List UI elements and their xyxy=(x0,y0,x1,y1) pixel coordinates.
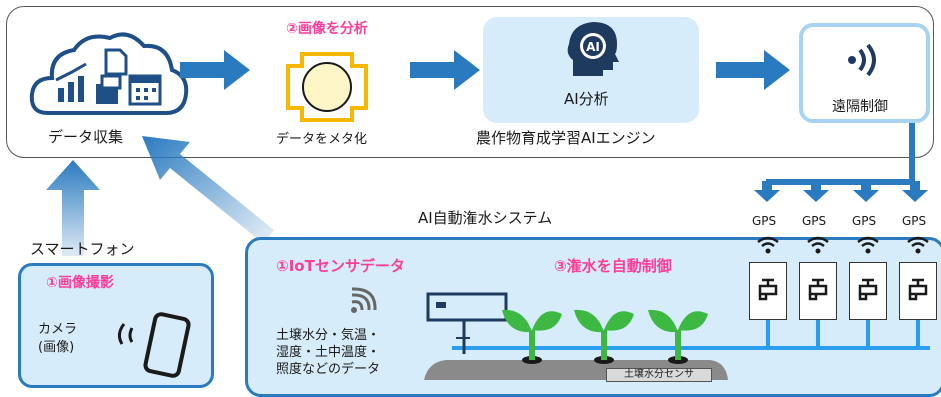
system-title: AI自動潅水システム xyxy=(418,209,553,227)
ai-head-icon: AI xyxy=(567,22,619,76)
valve-box-1 xyxy=(749,262,787,320)
remote-label: 遠隔制御 xyxy=(832,99,888,115)
gps-label-1: GPS xyxy=(752,214,777,228)
wireless-signal-icon-sensor xyxy=(351,287,377,313)
iot-title: ①IoTセンサデータ xyxy=(276,257,405,275)
smartphone-icon xyxy=(117,312,191,378)
wifi-icon-4 xyxy=(907,236,929,254)
sensor-line-3: 照度などのデータ xyxy=(276,362,381,377)
wifi-icon-1 xyxy=(757,236,779,254)
wireless-signal-icon xyxy=(848,43,876,77)
faucet-valve-icon xyxy=(758,278,778,301)
soil-sensor-label: 土壌水分センサ xyxy=(606,368,712,382)
ai-box-label: AI分析 xyxy=(564,90,609,108)
cloud-data-icon xyxy=(29,32,189,115)
valve-box-4 xyxy=(899,262,937,320)
smartphone-label: スマートフォン xyxy=(30,240,135,258)
sprout-icon-2 xyxy=(574,309,634,364)
collect-label: データ収集 xyxy=(48,128,124,146)
gps-label-3: GPS xyxy=(852,214,877,228)
sprout-icon-1 xyxy=(502,309,562,364)
arrow-phone-to-collect xyxy=(46,160,100,256)
analyze-title: ②画像を分析 xyxy=(286,21,368,37)
arrow-ai-to-remote xyxy=(716,50,790,90)
camera-line-2: (画像) xyxy=(38,340,75,355)
faucet-valve-icon xyxy=(858,278,878,301)
sprout-icon-3 xyxy=(648,309,708,364)
sensor-line-2: 湿度・土中温度・ xyxy=(276,345,381,360)
faucet-valve-icon xyxy=(808,278,828,301)
camera-line-1: カメラ xyxy=(38,322,78,337)
sensor-box-icon xyxy=(426,292,508,354)
arrow-collect-to-meta xyxy=(180,50,250,90)
gps-label-2: GPS xyxy=(802,214,827,228)
valve-box-3 xyxy=(849,262,887,320)
wifi-icon-2 xyxy=(807,236,829,254)
ai-engine-label: 農作物育成学習AIエンジン xyxy=(476,129,656,147)
remote-control-box xyxy=(799,23,930,123)
gps-label-4: GPS xyxy=(902,214,927,228)
phone-title: ①画像撮影 xyxy=(46,275,114,291)
valve-box-2 xyxy=(799,262,837,320)
svg-text:AI: AI xyxy=(586,40,600,54)
control-title: ③潅水を自動制御 xyxy=(554,257,672,275)
arrow-meta-to-ai xyxy=(410,50,480,90)
arrow-system-to-collect xyxy=(142,136,274,244)
hexagon-meta-icon xyxy=(286,52,368,122)
wifi-icon-3 xyxy=(857,236,879,254)
faucet-valve-icon xyxy=(908,278,928,301)
meta-label: データをメタ化 xyxy=(276,132,368,147)
sensor-line-1: 土壌水分・気温・ xyxy=(276,328,381,343)
